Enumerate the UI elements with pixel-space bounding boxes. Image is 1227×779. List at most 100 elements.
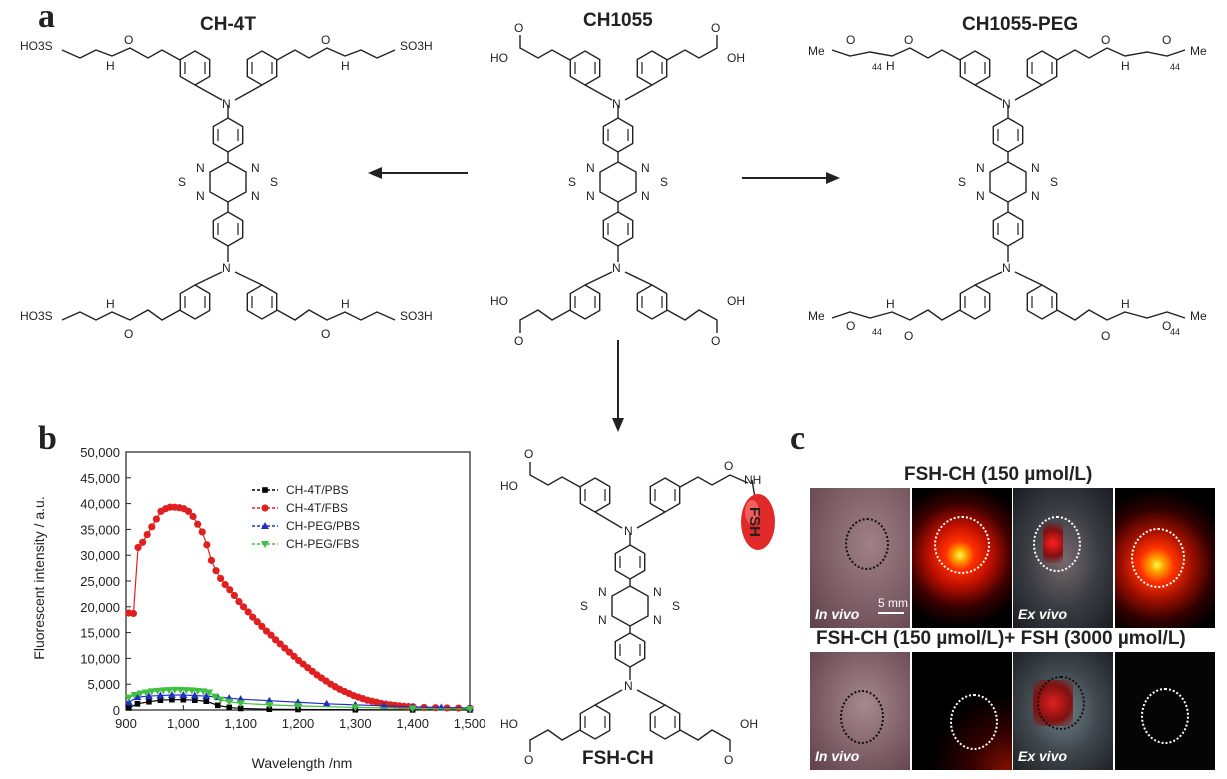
data-point xyxy=(210,693,219,701)
data-point xyxy=(136,690,145,698)
legend-entry: CH-PEG/PBS xyxy=(252,519,360,533)
ch4t-o-bl: O xyxy=(124,327,133,341)
data-point xyxy=(322,699,331,707)
fsh-oval-label: FSH xyxy=(746,507,763,537)
peg-o-tr: O xyxy=(1162,33,1171,47)
data-point xyxy=(202,692,211,700)
data-point xyxy=(253,618,261,626)
data-point xyxy=(281,644,289,652)
fshch-o-tl: O xyxy=(524,447,533,461)
ch1055-n4: N xyxy=(641,189,650,203)
reaction-arrows xyxy=(368,167,840,432)
data-point xyxy=(194,520,202,528)
data-point xyxy=(157,697,164,703)
data-point xyxy=(139,538,147,546)
image-row2-invivo-photo: In vivo xyxy=(810,652,910,770)
ch4t-h-bl: H xyxy=(106,297,115,311)
data-point xyxy=(187,687,196,695)
data-point xyxy=(237,705,244,712)
ch4t-h-tr: H xyxy=(341,59,350,73)
ch1055-s2: S xyxy=(660,175,668,189)
ch4t-o-br: O xyxy=(321,327,330,341)
ch1055-o-tl: O xyxy=(514,21,523,35)
data-point xyxy=(235,598,243,606)
x-tick-label: 1,000 xyxy=(167,716,200,731)
fshch-ho-bl: HO xyxy=(500,717,518,731)
x-tick-label: 1,100 xyxy=(224,716,257,731)
data-point xyxy=(180,696,187,703)
ch4t-n-bottom: N xyxy=(222,261,231,275)
data-point xyxy=(129,609,138,618)
legend-entry: CH-4T/FBS xyxy=(252,501,348,515)
molecule-title-fsh-ch: FSH-CH xyxy=(582,748,654,769)
fshch-n4: N xyxy=(653,613,662,627)
ch1055-oh-tr: OH xyxy=(727,51,745,65)
data-point xyxy=(239,603,248,611)
ch1055-ho-bl: HO xyxy=(490,294,508,308)
ch1055-n3: N xyxy=(586,189,595,203)
fshch-oh-br: OH xyxy=(740,717,758,731)
data-point xyxy=(262,627,271,635)
peg-h-tl: H xyxy=(886,59,895,73)
x-tick-label: 900 xyxy=(115,716,137,731)
peg-44-tr: 44 xyxy=(1170,62,1180,72)
panel-label-b: b xyxy=(38,420,57,457)
peg-o-tl: O xyxy=(846,33,855,47)
data-point xyxy=(290,652,298,660)
peg-s2: S xyxy=(1050,175,1058,189)
data-point xyxy=(216,696,225,704)
y-tick-label: 0 xyxy=(113,703,120,718)
x-tick-label: 1,500 xyxy=(454,716,485,731)
data-point xyxy=(146,698,152,705)
peg-n3: N xyxy=(976,189,985,203)
fshch-n-top: N xyxy=(624,524,633,538)
legend-label: CH-PEG/PBS xyxy=(286,519,360,533)
in-vivo-label: In vivo xyxy=(815,748,860,764)
fshch-n-bottom: N xyxy=(624,679,633,693)
data-point xyxy=(147,688,156,696)
ch4t-o-tr: O xyxy=(321,33,330,47)
roi-circle xyxy=(1033,516,1081,572)
peg-me-bl: Me xyxy=(808,309,825,323)
y-tick-label: 40,000 xyxy=(80,497,120,512)
roi-circle xyxy=(840,690,884,744)
ch4t-o-tl: O xyxy=(124,33,133,47)
image-row1-invivo-photo: In vivo 5 mm xyxy=(810,488,910,628)
peg-n1: N xyxy=(976,161,985,175)
data-point xyxy=(276,640,284,648)
data-point xyxy=(170,686,179,694)
structure-ch1055-peg xyxy=(831,47,1186,321)
peg-n4: N xyxy=(1031,189,1040,203)
data-point xyxy=(193,687,202,695)
peg-o-br: O xyxy=(1162,319,1171,333)
peg-o2-br: O xyxy=(1101,329,1110,343)
data-point xyxy=(294,702,302,710)
legend-entry: CH-PEG/FBS xyxy=(252,537,359,551)
data-point xyxy=(261,541,269,548)
legend-label: CH-PEG/FBS xyxy=(286,537,359,551)
fshch-s1: S xyxy=(580,599,588,613)
y-tick-label: 25,000 xyxy=(80,574,120,589)
ch1055-o-tr: O xyxy=(711,21,720,35)
ch4t-ho3s-bl: HO3S xyxy=(20,309,53,323)
data-point xyxy=(156,691,165,699)
data-point xyxy=(152,515,160,523)
peg-o2-bl: O xyxy=(904,329,913,343)
y-tick-label: 10,000 xyxy=(80,651,120,666)
fshch-ho-tl: HO xyxy=(500,479,518,493)
data-point xyxy=(265,701,274,709)
fshch-n1: N xyxy=(598,585,607,599)
peg-n2: N xyxy=(1031,161,1040,175)
in-vivo-label: In vivo xyxy=(815,606,860,622)
peg-o-bl: O xyxy=(846,319,855,333)
ch4t-n4: N xyxy=(251,189,260,203)
data-point xyxy=(272,636,280,644)
molecule-title-ch4t: CH-4T xyxy=(200,14,256,35)
peg-44-br: 44 xyxy=(1170,327,1180,337)
ch4t-n-top: N xyxy=(222,97,231,111)
series-ch-peg-fbs xyxy=(124,686,474,713)
data-point xyxy=(134,543,142,552)
data-point xyxy=(126,705,132,711)
data-point xyxy=(203,541,211,549)
data-point xyxy=(190,691,199,699)
